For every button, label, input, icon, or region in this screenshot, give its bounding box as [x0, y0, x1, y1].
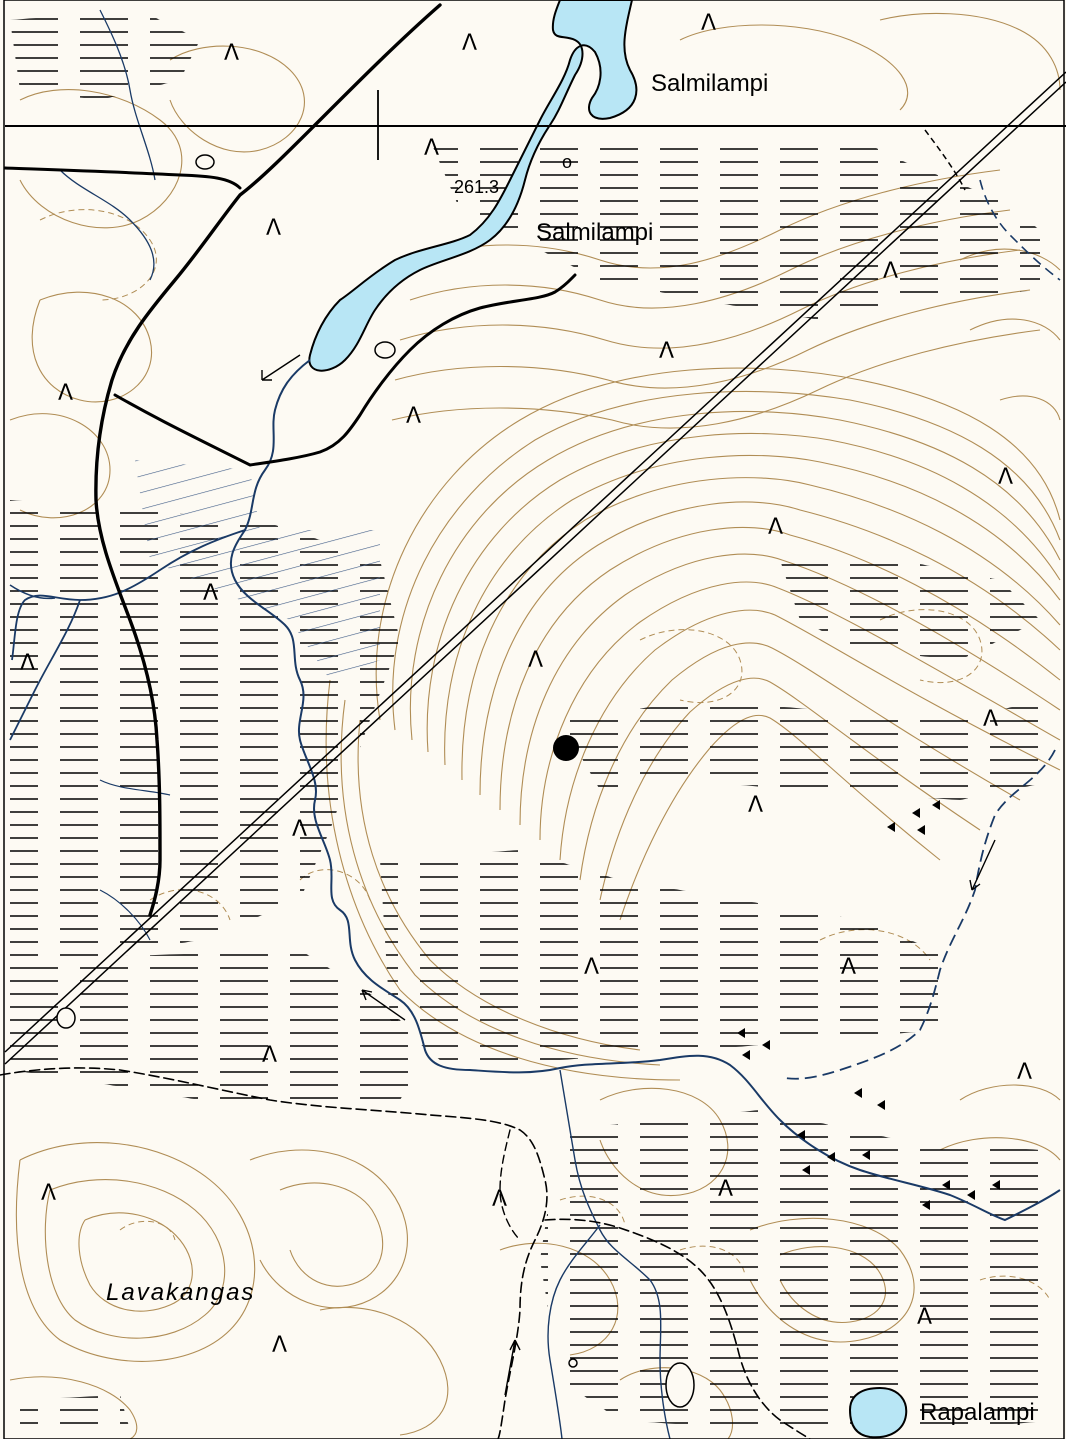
forest-symbol: Λ — [58, 381, 73, 406]
boulder-spots — [56, 154, 695, 1408]
side-road-west — [3, 166, 242, 190]
power-line — [4, 71, 1066, 1065]
roads — [0, 3, 811, 1439]
forest-symbol: Λ — [492, 1187, 507, 1212]
rapalampi-lake — [848, 1386, 908, 1439]
lake-label-rapalampi: Rapalampi — [920, 1399, 1035, 1426]
lake-label-salmilampi-north: Salmilampi — [651, 70, 768, 97]
forest-symbols: Λ Λ Λ Λ Λ Λ Λ Λ Λ Λ Λ Λ Λ Λ Λ Λ Λ Λ Λ Λ … — [20, 11, 1032, 1358]
forest-symbol: Λ — [462, 31, 477, 56]
forest-symbol: Λ — [424, 136, 439, 161]
forest-symbol: Λ — [841, 955, 856, 980]
area-label-lavakangas: Lavakangas — [106, 1279, 255, 1306]
streams — [9, 9, 1061, 1439]
map-frame — [3, 0, 1065, 1439]
side-road-lake — [113, 273, 577, 467]
forest-symbol: Λ — [701, 11, 716, 36]
forest-symbol: Λ — [262, 1043, 277, 1068]
forest-symbol: Λ — [41, 1181, 56, 1206]
forest-symbol: Λ — [748, 793, 763, 818]
forest-symbol: Λ — [224, 41, 239, 66]
forest-symbol: Λ — [406, 404, 421, 429]
main-road — [94, 3, 442, 917]
boundary-lines — [5, 90, 1066, 191]
forest-symbol: Λ — [20, 651, 35, 676]
rock-markers — [737, 800, 1000, 1210]
trail-west — [0, 1067, 548, 1439]
forest-symbol: Λ — [203, 581, 218, 606]
water-bodies — [308, 0, 908, 1439]
ditched-fields — [135, 460, 380, 680]
forest-symbol: Λ — [584, 955, 599, 980]
benchmark-symbol: o — [562, 152, 572, 172]
forest-symbol: Λ — [528, 648, 543, 673]
forest-symbol: Λ — [917, 1305, 932, 1330]
trail-east — [544, 1218, 811, 1439]
forest-symbol: Λ — [718, 1177, 733, 1202]
forest-symbol: Λ — [659, 339, 674, 364]
forest-symbol: Λ — [998, 465, 1013, 490]
forest-symbol: Λ — [768, 515, 783, 540]
salmilampi-lake — [308, 0, 638, 372]
elevation-label: 261.3 — [454, 177, 499, 197]
forest-symbol: Λ — [983, 707, 998, 732]
forest-symbol: Λ — [883, 259, 898, 284]
forest-symbol: Λ — [266, 216, 281, 241]
location-point[interactable] — [553, 735, 579, 761]
forest-symbol: Λ — [292, 817, 307, 842]
forest-symbol: Λ — [1017, 1060, 1032, 1085]
flow-arrows — [261, 354, 996, 1396]
lake-label-salmilampi: Salmilampi — [536, 219, 653, 246]
forest-symbol: Λ — [272, 1333, 287, 1358]
